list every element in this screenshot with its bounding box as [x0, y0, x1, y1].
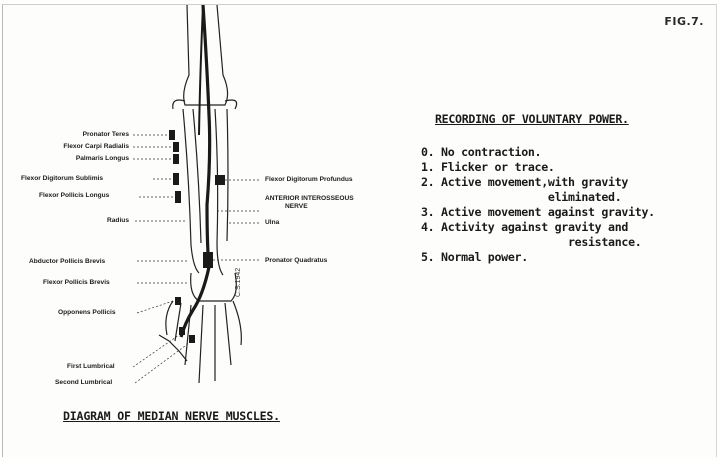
artist-signature: C.S.1942: [235, 268, 242, 297]
label-flexor-digitorum-sublimis: Flexor Digitorum Sublimis: [21, 175, 103, 183]
radius-bone: [183, 109, 199, 273]
label-pronator-teres: Pronator Teres: [43, 131, 129, 139]
label-flexor-pollicis-brevis: Flexor Pollicis Brevis: [43, 279, 110, 287]
scale-item: 2. Active movement,with gravity: [421, 175, 655, 190]
figure-sheet: FIG.7. Pronator Teres Flexor Carpi Radia…: [2, 4, 717, 457]
nerve-branch: [199, 5, 203, 135]
marker-flexor-digitorum-profundus: [215, 175, 225, 185]
marker-flexor-carpi-radialis: [173, 142, 179, 152]
marker-abductor-pollicis-brevis: [175, 297, 181, 305]
label-flexor-pollicis-longus: Flexor Pollicis Longus: [39, 192, 109, 200]
ulna-bone-inner: [227, 109, 228, 241]
label-opponens-pollicis: Opponens Pollicis: [58, 309, 116, 317]
marker-pronator-quadratus: [203, 252, 213, 268]
label-second-lumbrical: Second Lumbrical: [55, 379, 112, 387]
marker-first-lumbrical: [179, 327, 185, 335]
scale-item: 0. No contraction.: [421, 145, 655, 160]
median-nerve: [181, 5, 210, 337]
marker-palmaris-longus: [173, 154, 179, 164]
label-flexor-carpi-radialis: Flexor Carpi Radialis: [29, 143, 129, 151]
marker-flexor-pollicis-longus: [175, 191, 181, 203]
recording-title: RECORDING OF VOLUNTARY POWER.: [435, 112, 629, 126]
marker-pronator-teres: [169, 130, 175, 140]
scale-item: 1. Flicker or trace.: [421, 160, 655, 175]
hand-fingers: [166, 301, 241, 383]
label-flexor-digitorum-profundus: Flexor Digitorum Profundus: [265, 176, 353, 184]
marker-second-lumbrical: [189, 335, 195, 343]
figure-number: FIG.7.: [664, 15, 704, 28]
diagram-title: DIAGRAM OF MEDIAN NERVE MUSCLES.: [63, 409, 280, 423]
scale-item: 3. Active movement against gravity.: [421, 205, 655, 220]
leader-first-lumbrical: [133, 335, 179, 367]
label-abductor-pollicis-brevis: Abductor Pollicis Brevis: [29, 258, 105, 266]
power-scale-list: 0. No contraction. 1. Flicker or trace. …: [421, 145, 655, 265]
label-first-lumbrical: First Lumbrical: [67, 363, 115, 371]
label-anterior-interosseous-line1: ANTERIOR INTEROSSEOUS: [265, 195, 354, 203]
carpal-bones: [191, 273, 237, 301]
label-anterior-interosseous-line2: NERVE: [285, 203, 308, 211]
label-palmaris-longus: Palmaris Longus: [43, 155, 129, 163]
label-pronator-quadratus: Pronator Quadratus: [265, 257, 327, 265]
scale-item: 5. Normal power.: [421, 250, 655, 265]
scale-item: resistance.: [421, 235, 655, 250]
label-ulna: Ulna: [265, 219, 279, 227]
marker-flexor-digitorum-sublimis: [173, 173, 179, 185]
ulna-bone: [215, 109, 223, 275]
scale-item: 4. Activity against gravity and: [421, 220, 655, 235]
label-radius: Radius: [107, 217, 129, 225]
scale-item: eliminated.: [421, 190, 655, 205]
leader-second-lumbrical: [135, 343, 189, 383]
